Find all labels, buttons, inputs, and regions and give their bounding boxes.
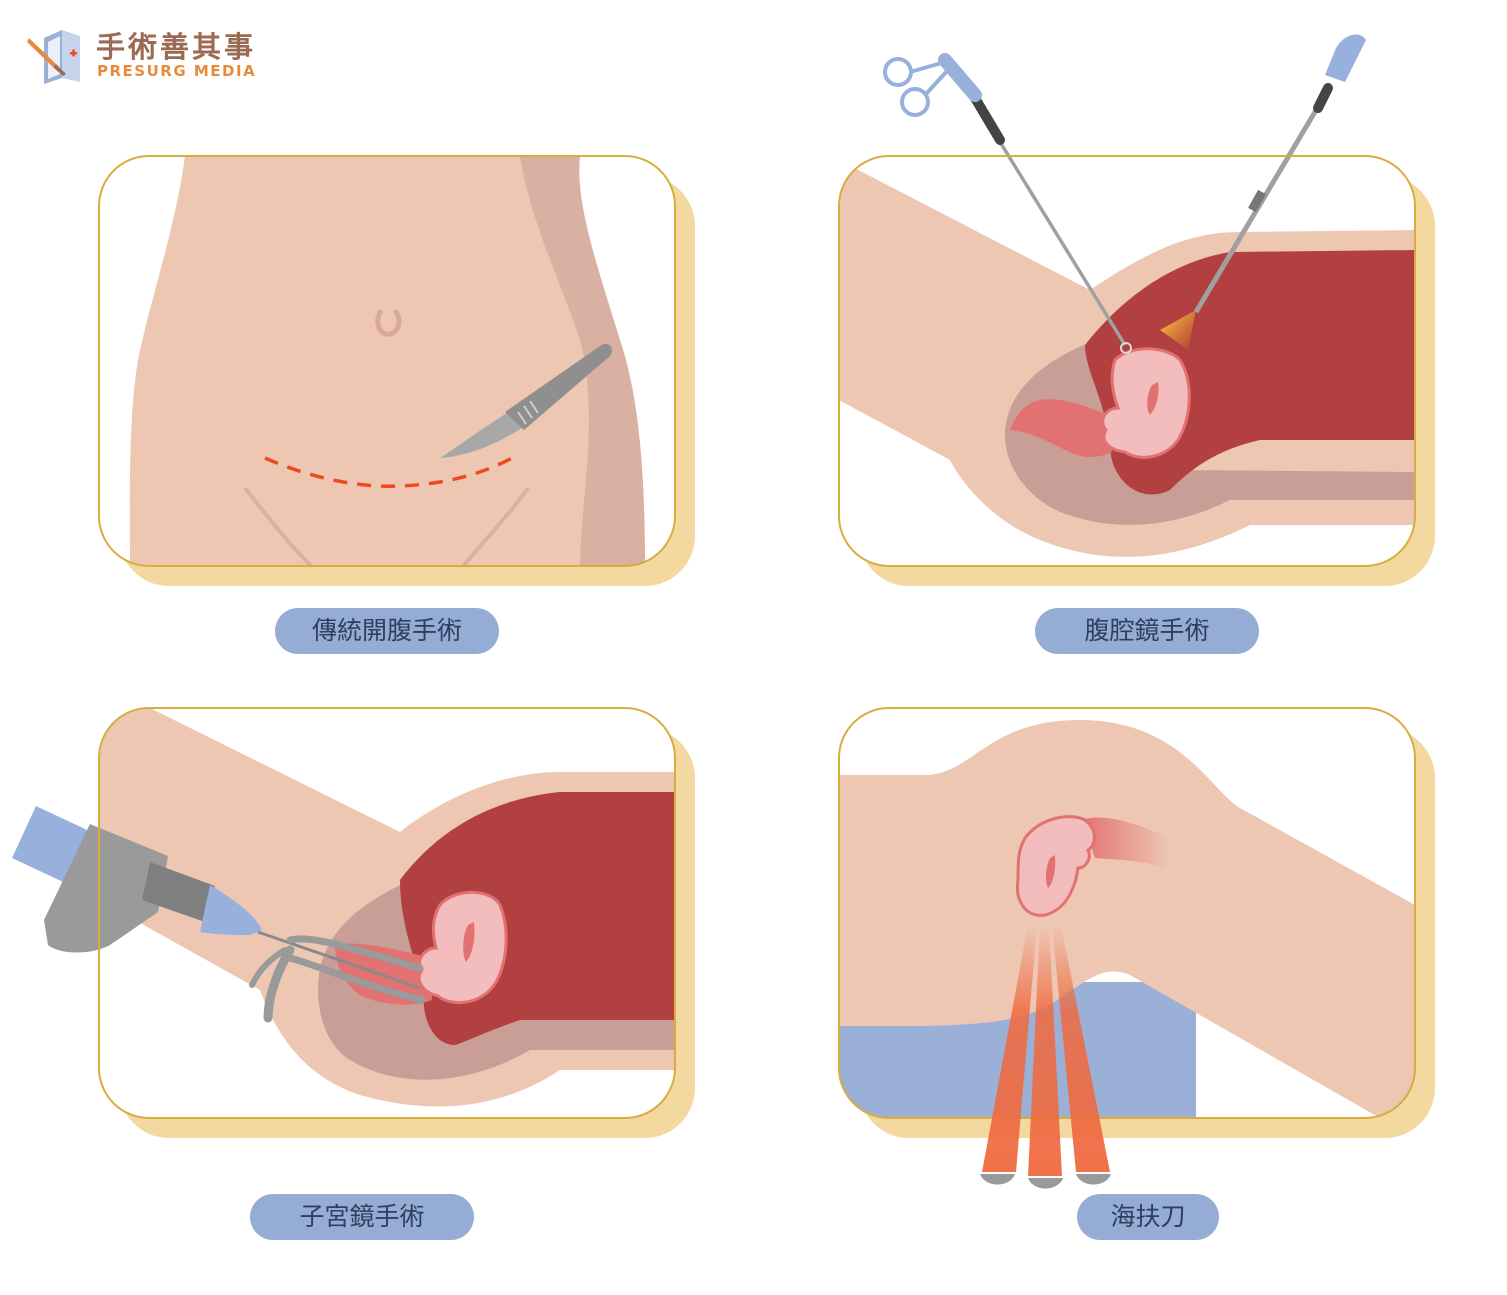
label-hysteroscopy: 子宮鏡手術 [250,1194,474,1240]
vaginal-canal [1010,399,1112,458]
panel-laparoscopy [838,34,1435,586]
panel-frame [838,707,1416,1119]
panel-frame [98,155,676,567]
panel-hysteroscopy [12,707,695,1138]
label-abdominal-surgery: 傳統開腹手術 [275,608,499,654]
uterine-cavity [1045,855,1056,888]
uterine-cavity [463,922,475,962]
uterus [1101,347,1191,459]
logo-subtitle: PRESURG MEDIA [97,62,257,80]
panel-abdominal-surgery [98,155,695,586]
brand-logo: 手術善其事 PRESURG MEDIA [26,24,266,88]
body-skin [839,720,1415,1118]
laparoscopic-energy-probe-icon [1193,34,1366,314]
hysteroscope-icon [12,806,421,990]
hifu-transducer-icon [980,1174,1111,1189]
panel-hifu [838,707,1435,1189]
uterus [417,890,508,1004]
ultrasound-beams-icon [982,925,1110,1176]
panel-frame [98,707,676,1119]
panel-frame [838,155,1416,567]
torso-skin [129,156,645,566]
uterine-tube [1082,817,1170,868]
label-laparoscopy: 腹腔鏡手術 [1035,608,1259,654]
incision-line [264,456,513,489]
logo-title: 手術善其事 [96,30,257,64]
scalpel-icon [440,343,613,458]
label-hifu: 海扶刀 [1077,1194,1219,1240]
scalpel-book-logo-icon [27,30,80,84]
uterus [1015,815,1096,917]
uterine-cavity [1147,382,1159,415]
torso-side-shade [520,156,645,566]
energy-flare-icon [1160,310,1196,350]
groin-line-left [243,486,317,566]
navel-icon [375,309,402,337]
groin-line-right [458,486,530,566]
laparoscopic-grasper-icon [883,53,1132,354]
speculum-icon [249,935,426,1023]
